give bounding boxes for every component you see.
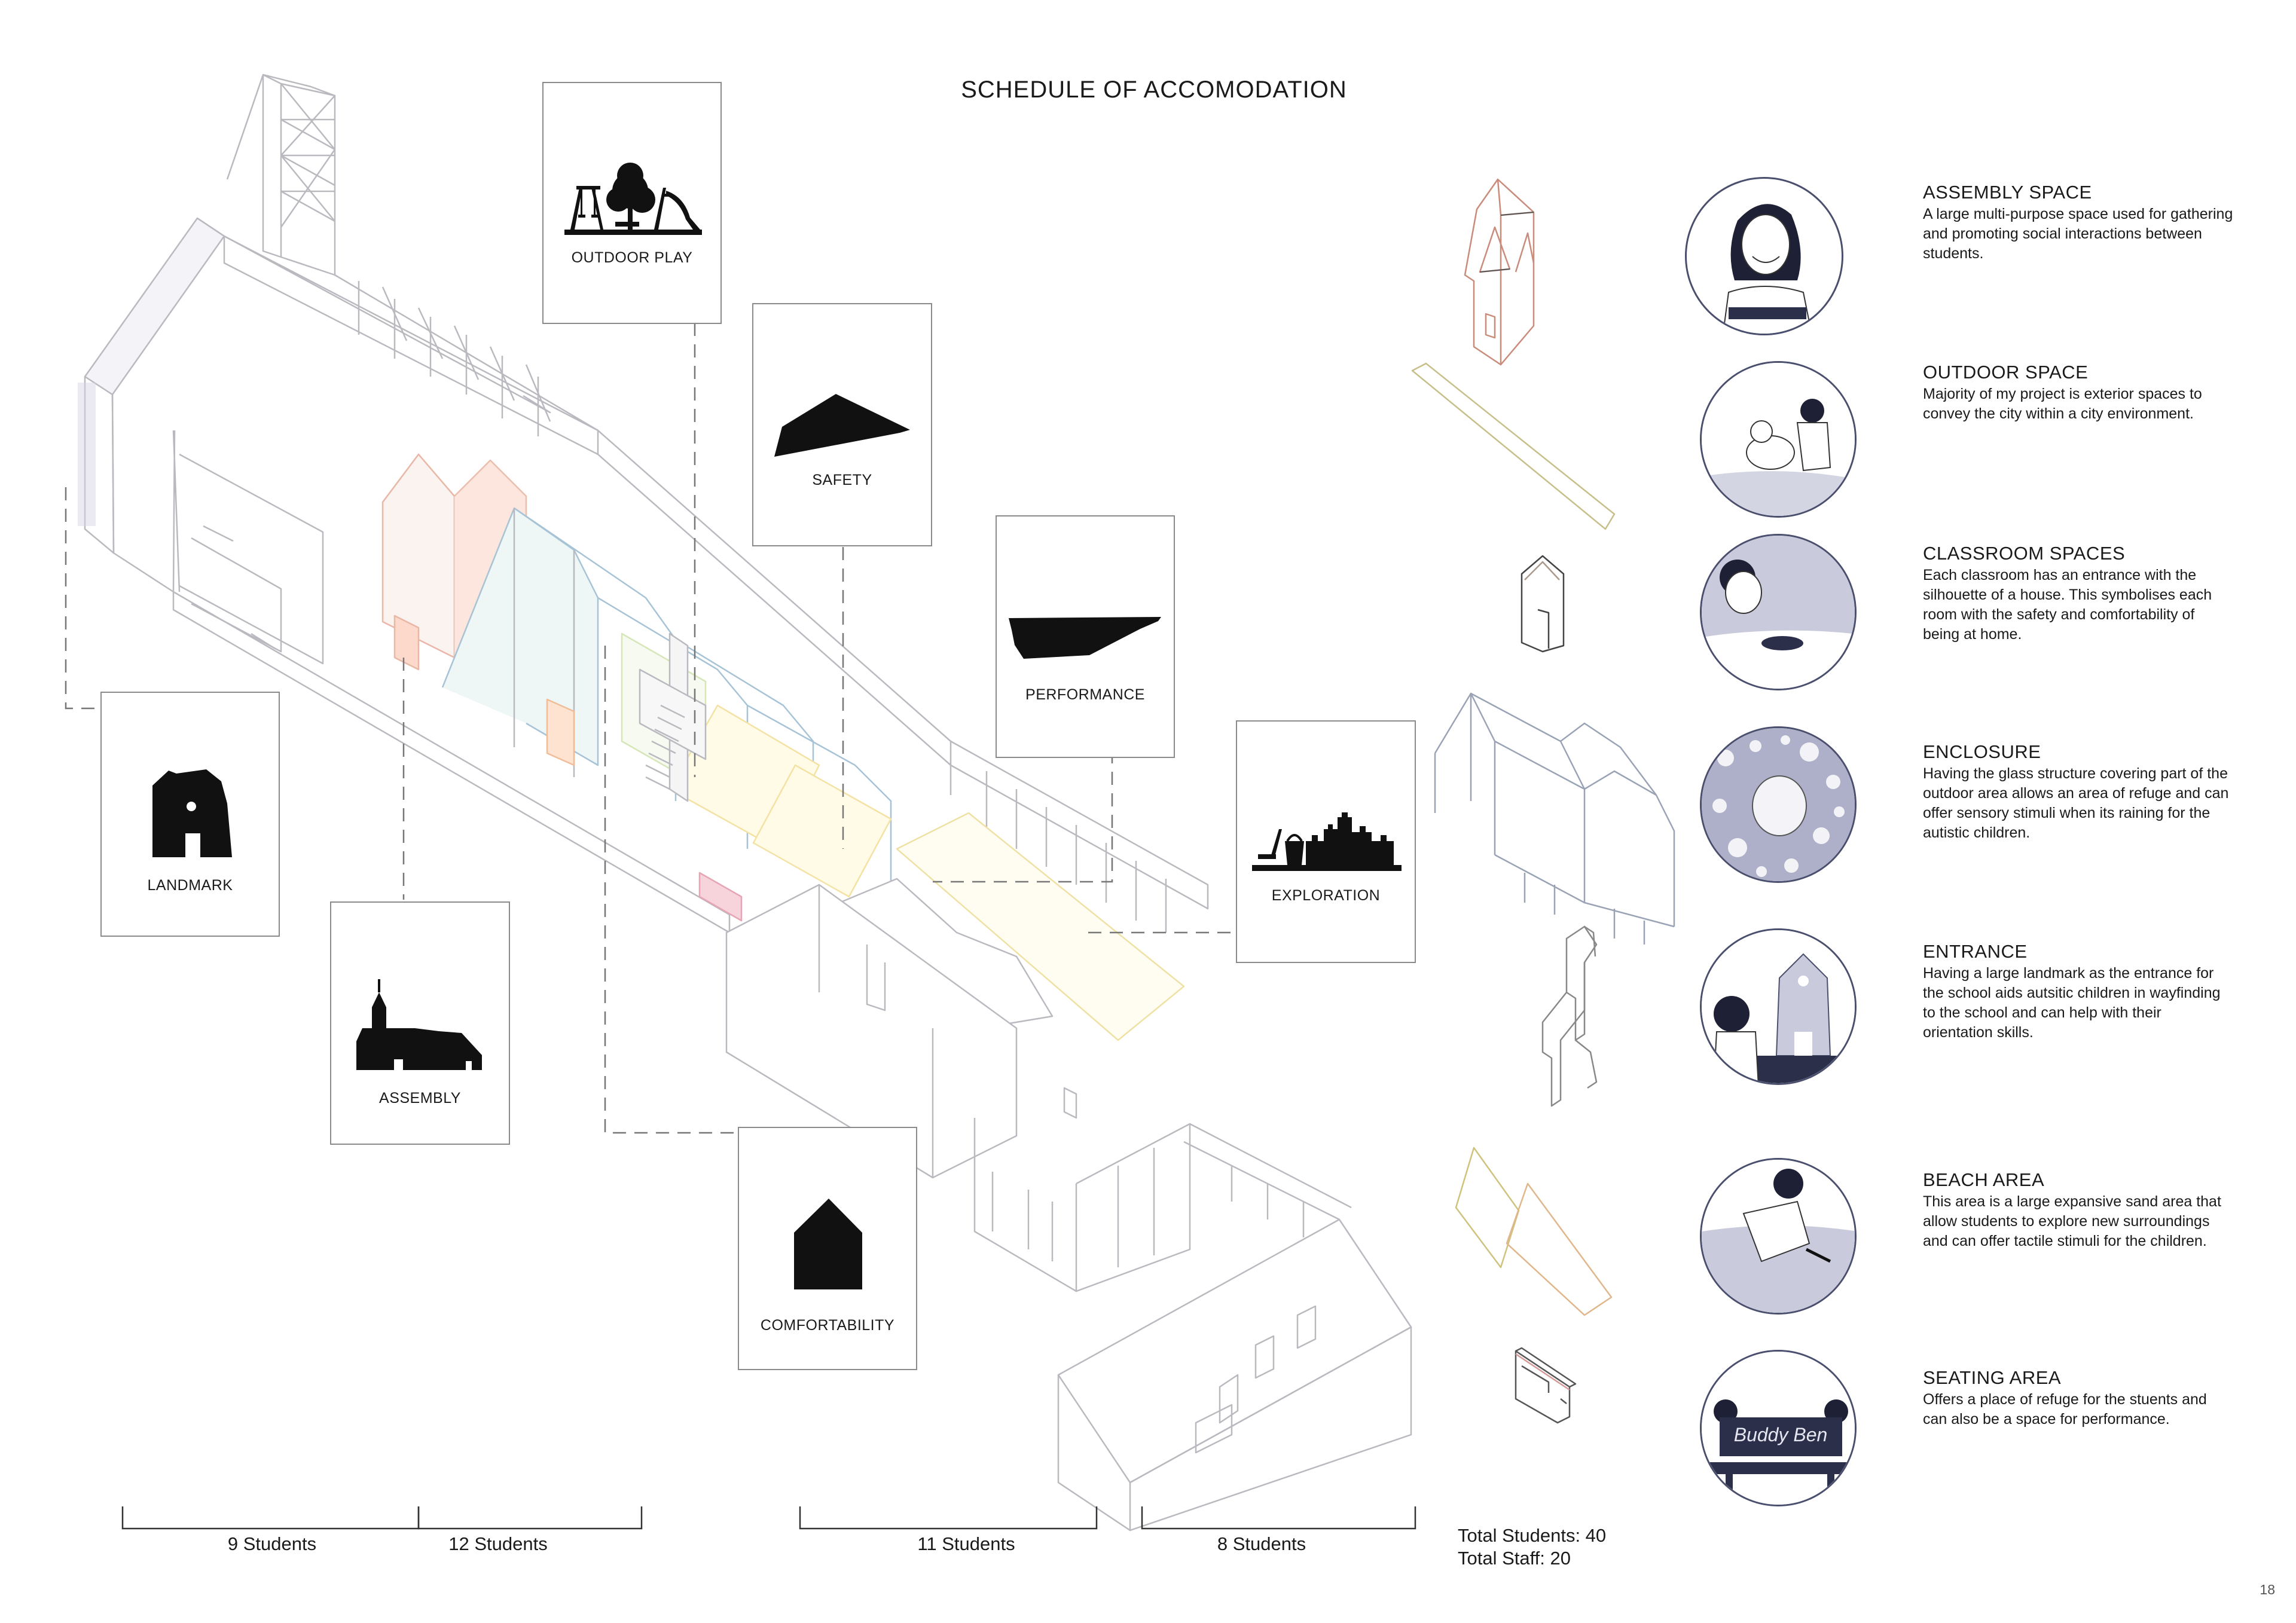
axonometric-building-drawing [78,74,1412,1532]
landmark-building-icon [152,769,232,857]
card-label: PERFORMANCE [1025,686,1145,703]
card-label: OUTDOOR PLAY [571,249,693,266]
bracket-label: 11 Students [917,1533,1015,1554]
space-diagrams [1411,178,1675,1424]
beach-area-diagram [1455,1147,1613,1316]
space-title: ENTRANCE [1923,941,2028,962]
space-title: OUTDOOR SPACE [1923,362,2089,383]
card-assembly: ASSEMBLY [330,901,510,1145]
house-icon [794,1199,862,1289]
classroom-illustration [1700,534,1857,690]
space-description: Having the glass structure covering part… [1923,765,2229,841]
child-playing-illustration [1702,536,1855,689]
children-with-pet-illustration [1702,363,1855,516]
bracket-label: 12 Students [448,1533,548,1554]
girl-portrait-illustration [1722,204,1812,334]
space-description: Each classroom has an entrance with the … [1923,567,2212,643]
entrance-diagram [1541,925,1598,1107]
card-comfortability: COMFORTABILITY [738,1127,917,1370]
card-exploration: EXPLORATION [1236,720,1416,963]
playground-icon [564,163,702,235]
seating-illustration: Buddy Ben [1700,1350,1857,1506]
space-description: A large multi-purpose space used for gat… [1923,206,2233,262]
card-outdoor-play: OUTDOOR PLAY [542,82,722,324]
outdoor-illustration [1700,361,1857,518]
card-label: EXPLORATION [1271,887,1381,904]
space-description: Having a large landmark as the entrance … [1923,965,2221,1041]
child-at-landmark-illustration [1702,930,1855,1083]
card-label: SAFETY [812,472,872,488]
total-staff: Total Staff: 20 [1458,1548,1571,1569]
card-landmark: LANDMARK [100,692,280,937]
assembly-space-diagram [1464,178,1535,366]
sandcastle-icon [1252,812,1402,871]
assembly-illustration [1685,177,1843,335]
entrance-illustration [1700,928,1857,1085]
card-label: ASSEMBLY [379,1090,461,1107]
leader-lines [65,323,1238,1134]
roof-icon [774,394,910,457]
student-brackets [121,1506,1416,1530]
enclosure-diagram [1434,692,1675,945]
card-label: LANDMARK [147,877,233,894]
space-description: Majority of my project is exterior space… [1923,386,2202,422]
bracket-label: 9 Students [227,1533,317,1554]
space-description: Offers a place of refuge for the stuents… [1923,1391,2207,1428]
space-title: SEATING AREA [1923,1367,2062,1388]
church-icon [356,979,482,1070]
page-number: 18 [2260,1582,2275,1597]
stage-icon [1009,617,1161,659]
space-title: BEACH AREA [1923,1169,2045,1190]
rain-child-illustration [1702,728,1855,881]
space-title: ASSEMBLY SPACE [1923,182,2092,203]
child-in-sand-illustration [1702,1160,1855,1313]
seating-area-diagram [1515,1347,1577,1424]
total-students: Total Students: 40 [1458,1525,1607,1546]
totals: Total Students: 40 Total Staff: 20 [1458,1524,1606,1570]
page-title: SCHEDULE OF ACCOMODATION [961,77,1347,103]
card-safety: SAFETY [752,303,932,546]
beach-illustration [1700,1158,1857,1315]
bench-sign-text: Buddy Ben [1734,1424,1828,1445]
bracket-label: 8 Students [1217,1533,1306,1554]
space-title: CLASSROOM SPACES [1923,543,2126,564]
outdoor-space-diagram [1411,362,1616,530]
classroom-diagram [1521,555,1565,653]
card-performance: PERFORMANCE [996,515,1175,758]
buddy-bench-illustration: Buddy Ben [1702,1352,1855,1505]
card-label: COMFORTABILITY [760,1317,895,1334]
space-title: ENCLOSURE [1923,741,2041,762]
enclosure-illustration [1700,726,1857,883]
space-description: This area is a large expansive sand area… [1923,1193,2221,1249]
